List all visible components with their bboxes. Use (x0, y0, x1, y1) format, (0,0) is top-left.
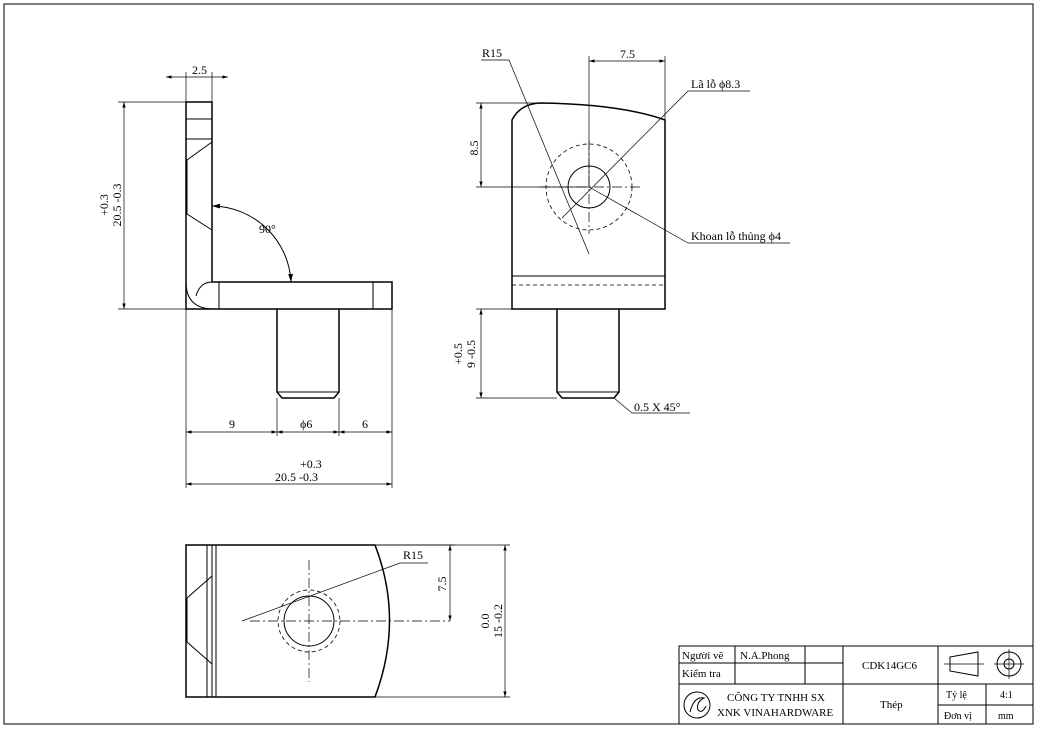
material-value: Thép (880, 699, 903, 711)
top-width-nominal: 15 -0.2 (491, 604, 505, 638)
front-radius-label: R15 (482, 46, 502, 60)
side-height-tol: +0.3 (97, 194, 111, 216)
side-height-nominal: 20.5 -0.3 (110, 184, 124, 227)
front-chamfer-label: 0.5 X 45° (634, 400, 681, 414)
front-counterbore-label: Lã lỗ ϕ8.3 (691, 77, 740, 91)
unit-label: Đơn vị (944, 711, 972, 722)
title-block: Người vẽ N.A.Phong Kiểm tra CDK14GC6 CÔN… (678, 645, 1034, 725)
drawn-by-label: Người vẽ (682, 650, 724, 662)
side-right-label: 6 (362, 417, 368, 431)
side-view: 90° 2.5 +0.3 20.5 -0.3 9 ϕ6 6 +0.3 20.5 … (97, 63, 393, 488)
side-pin-dia-label: ϕ6 (300, 417, 312, 431)
scale-label: Tỷ lệ (946, 690, 967, 701)
scale-value: 4:1 (1000, 690, 1013, 701)
top-view: R15 7.5 0.0 15 -0.2 (185, 544, 510, 698)
top-width-tol: 0.0 (478, 614, 492, 629)
top-offset-label: 7.5 (435, 577, 449, 592)
projection-symbol (944, 649, 1024, 679)
front-pin-tol: +0.5 (451, 343, 465, 365)
company-logo (683, 691, 711, 719)
front-height-label: 8.5 (467, 141, 481, 156)
unit-value: mm (998, 711, 1014, 722)
front-offset-label: 7.5 (620, 47, 635, 61)
side-angle-label: 90° (259, 222, 276, 236)
checked-by-label: Kiểm tra (682, 668, 721, 680)
company-line1: CÔNG TY TNHH SX (727, 692, 825, 704)
front-through-hole-label: Khoan lỗ thủng ϕ4 (691, 229, 781, 243)
side-length-tol: +0.3 (300, 457, 322, 471)
part-code: CDK14GC6 (862, 660, 918, 672)
front-pin-nominal: 9 -0.5 (464, 340, 478, 368)
drawn-by-value: N.A.Phong (740, 650, 790, 662)
sheet-border (3, 3, 1034, 725)
side-left-label: 9 (229, 417, 235, 431)
front-view: R15 7.5 Lã lỗ ϕ8.3 Khoan lỗ thủng ϕ4 8.5… (451, 46, 790, 414)
side-length-nominal: 20.5 -0.3 (275, 470, 318, 484)
top-radius-label: R15 (403, 548, 423, 562)
company-line2: XNK VINAHARDWARE (717, 707, 833, 719)
side-thickness-label: 2.5 (192, 63, 207, 77)
